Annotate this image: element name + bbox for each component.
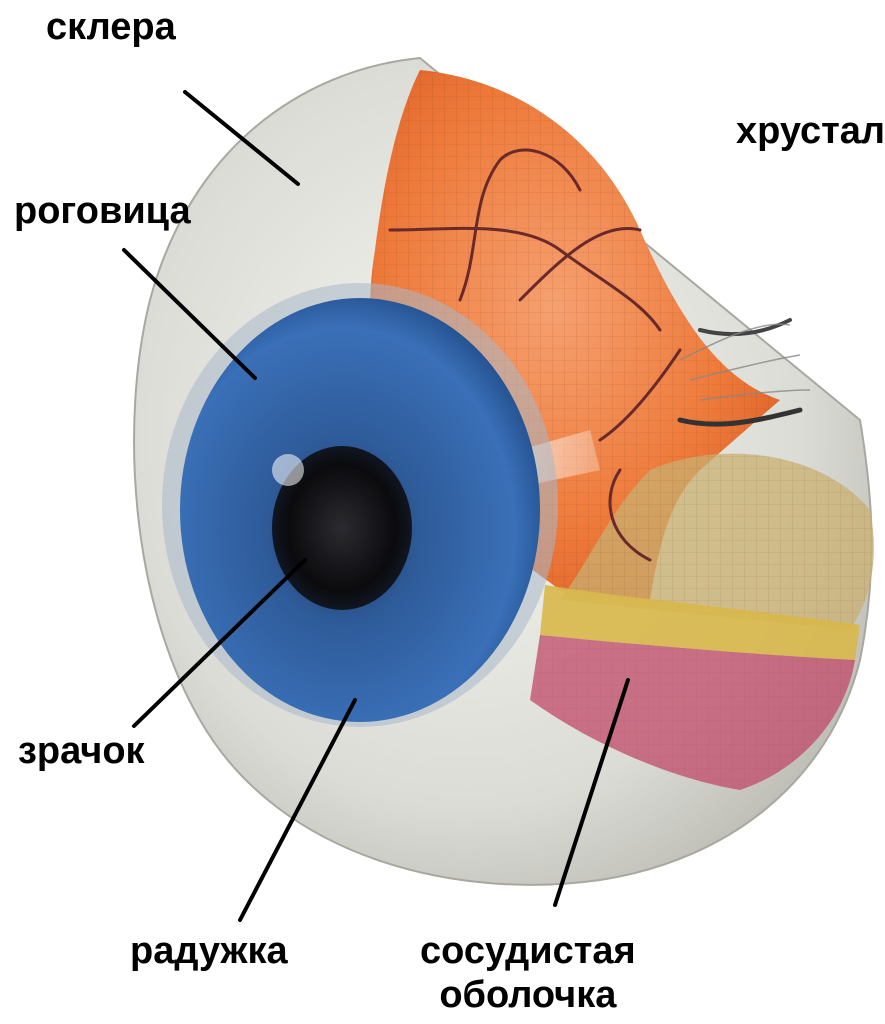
label-choroid-line2: оболочка xyxy=(420,974,636,1018)
label-cornea: роговица xyxy=(14,190,191,234)
label-sclera: склера xyxy=(46,6,176,50)
label-iris: радужка xyxy=(130,930,288,974)
label-pupil: зрачок xyxy=(18,730,145,774)
label-choroid: сосудистая оболочка xyxy=(420,930,636,1017)
label-choroid-line1: сосудистая xyxy=(420,930,636,974)
label-lens: хрусталик xyxy=(736,110,885,154)
